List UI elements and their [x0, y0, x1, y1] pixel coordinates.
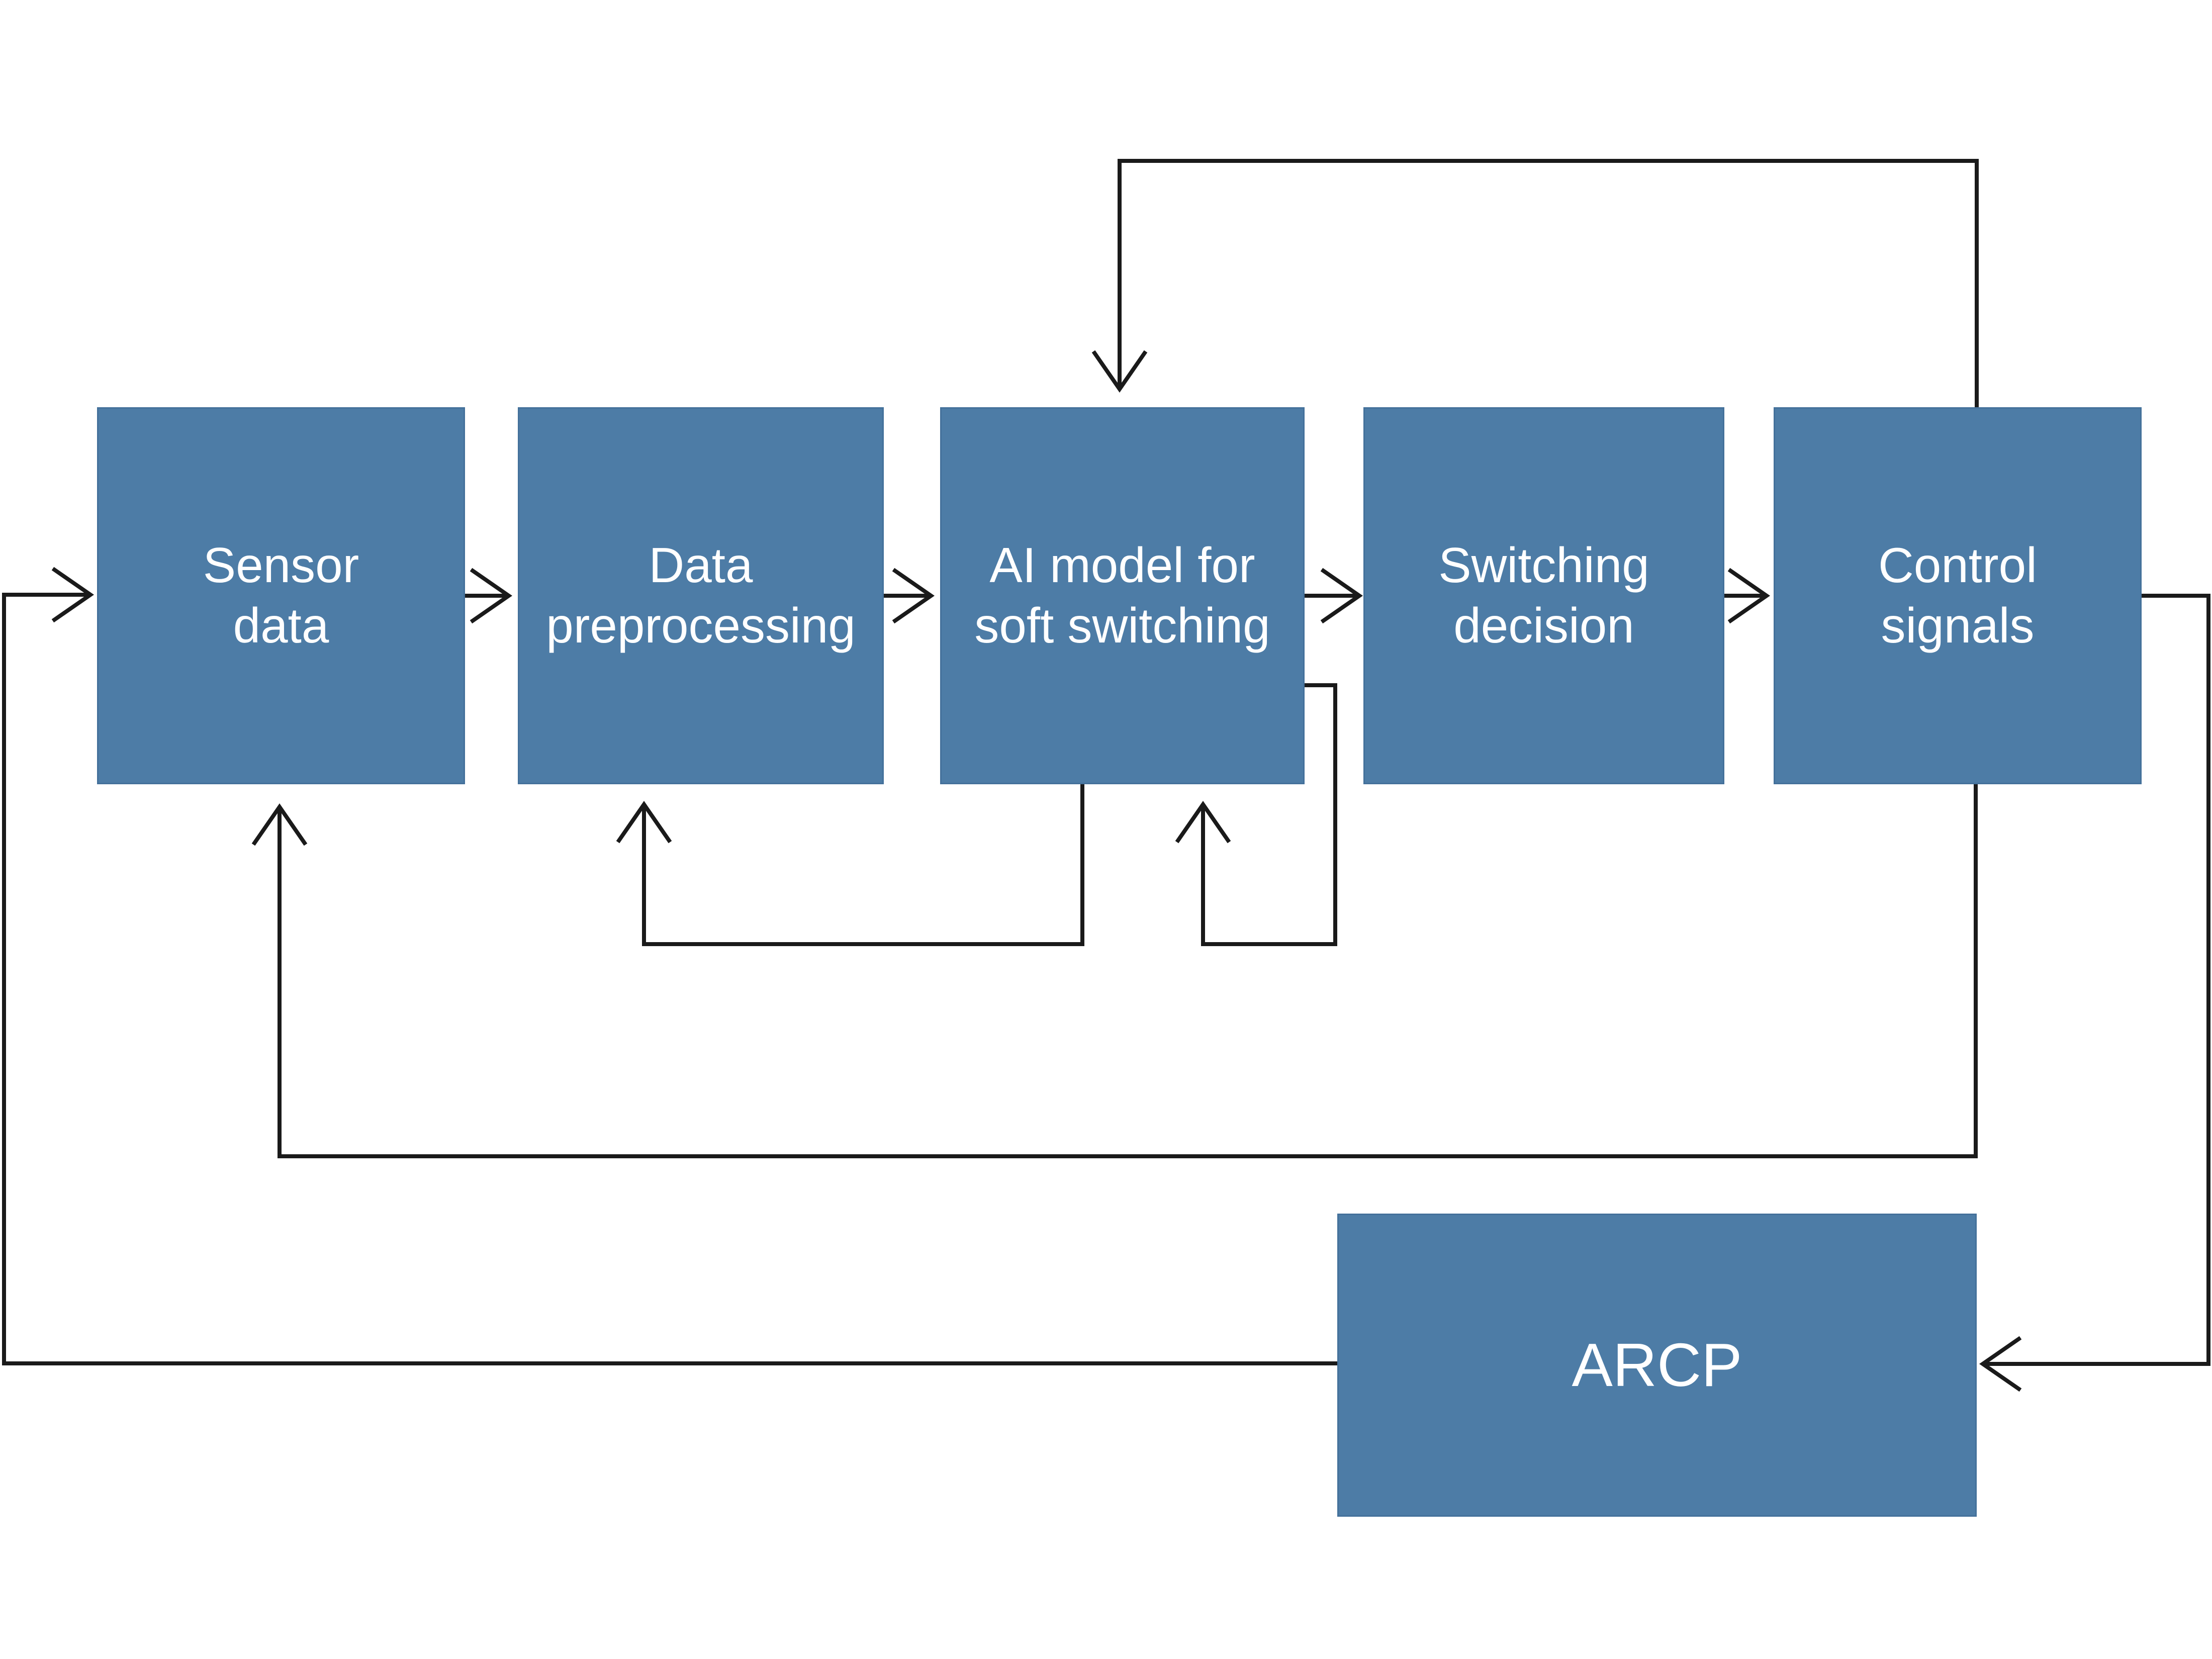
edge-aimodel-to-switching — [1305, 568, 1363, 624]
edge-control-to-arcp — [1979, 594, 2210, 1392]
node-sensor-data: Sensor data — [97, 407, 465, 784]
edge-control-to-sensor-loop — [251, 784, 1978, 1158]
node-data-preprocessing-label: Data preprocessing — [546, 537, 856, 653]
edge-switching-to-control — [1724, 568, 1771, 624]
edge-aimodel-self-loop — [1175, 683, 1337, 946]
node-arcp: ARCP — [1337, 1214, 1977, 1517]
edge-arcp-to-sensor — [2, 567, 1337, 1365]
edge-sensor-to-preprocessing — [465, 568, 513, 624]
edge-aimodel-to-preprocessing-loop — [616, 784, 1084, 946]
node-ai-model-label: AI model for soft switching — [974, 537, 1270, 653]
node-arcp-label: ARCP — [1572, 1331, 1742, 1400]
node-sensor-data-label: Sensor data — [203, 537, 359, 653]
edge-control-to-aimodel-top-loop — [1091, 159, 1979, 407]
node-switching-decision: Switching decision — [1363, 407, 1724, 784]
node-ai-model: AI model for soft switching — [940, 407, 1305, 784]
node-control-signals-label: Control signals — [1878, 537, 2037, 653]
node-switching-decision-label: Switching decision — [1438, 537, 1649, 653]
edge-preprocessing-to-aimodel — [884, 568, 935, 624]
node-data-preprocessing: Data preprocessing — [518, 407, 884, 784]
node-control-signals: Control signals — [1774, 407, 2142, 784]
